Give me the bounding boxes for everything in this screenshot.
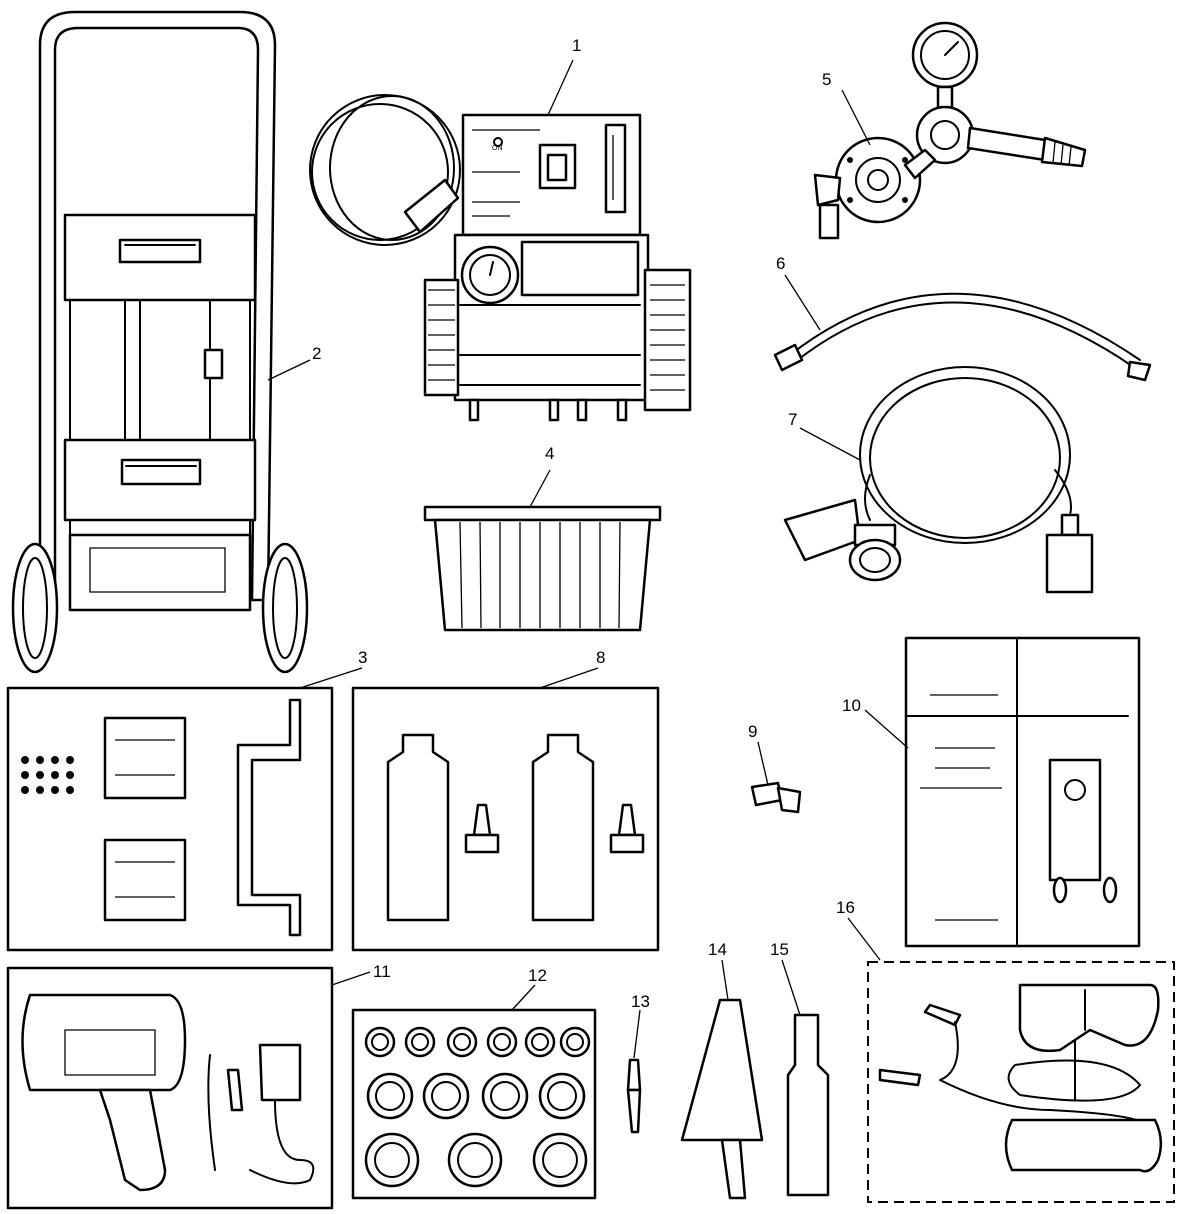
callout-12: 12 (528, 966, 547, 985)
callout-13: 13 (631, 992, 650, 1011)
item-7-hose-assembly (783, 366, 1094, 594)
callout-6: 6 (776, 254, 786, 273)
callout-9: 9 (748, 722, 758, 741)
callout-5: 5 (822, 70, 832, 89)
leader-lines (267, 59, 909, 1059)
unit-on-label: ON (492, 145, 503, 152)
callout-1: 1 (572, 36, 582, 55)
item-6-hose (773, 292, 1152, 382)
callout-2: 2 (312, 344, 322, 363)
callout-11: 11 (373, 962, 391, 981)
callout-14: 14 (708, 940, 727, 959)
item-12-seal-kit (351, 1008, 597, 1200)
callout-8: 8 (596, 648, 606, 667)
item-15-tube-adapter (786, 1013, 830, 1197)
item-1-service-unit (309, 94, 692, 422)
item-8-bottles-kit (351, 686, 660, 952)
item-4-tray (423, 505, 662, 632)
item-14-cone-adapter (680, 998, 764, 1200)
item-9-elbow-fitting (750, 781, 802, 814)
item-13-valve-tool (626, 1058, 642, 1134)
callout-4: 4 (545, 444, 555, 463)
callout-15: 15 (770, 940, 789, 959)
item-5-regulator (813, 21, 1087, 240)
callout-16: 16 (836, 898, 855, 917)
item-3-mounting-kit (6, 686, 334, 952)
callout-7: 7 (788, 410, 798, 429)
callout-10: 10 (842, 696, 861, 715)
item-2-cart (11, 10, 309, 674)
callout-3: 3 (358, 648, 368, 667)
item-16-accessory-kit (867, 961, 1175, 1203)
item-10-manual (904, 636, 1141, 948)
item-11-uv-lamp-kit (6, 966, 334, 1210)
